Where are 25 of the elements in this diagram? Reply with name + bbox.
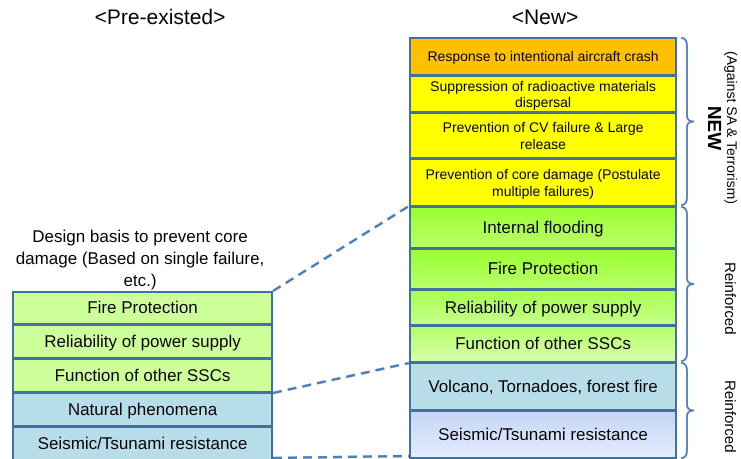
category-box: Seismic/Tsunami resistance	[12, 426, 273, 459]
side-label: NEW	[702, 104, 724, 152]
category-box: Seismic/Tsunami resistance	[409, 410, 677, 459]
side-label: Reinforced	[721, 380, 738, 450]
category-box: Prevention of CV failure & Large release	[409, 112, 677, 159]
category-box: Reliability of power supply	[409, 289, 677, 326]
category-box: Function of other SSCs	[409, 325, 677, 363]
side-note: (Against SA & Terrorism)	[724, 50, 740, 206]
category-box: Suppression of radioactive materials dispersal	[409, 75, 677, 113]
category-box: Fire Protection	[409, 248, 677, 290]
category-box: Internal flooding	[409, 206, 677, 249]
category-box: Volcano, Tornadoes, forest fire	[409, 362, 677, 411]
dashed-connector	[272, 454, 410, 459]
side-label: Reinforced	[721, 262, 738, 332]
category-box: Fire Protection	[12, 291, 273, 325]
dashed-connector	[272, 362, 410, 394]
column-heading: <Pre-existed>	[94, 6, 226, 30]
dashed-connector	[272, 204, 410, 292]
category-box: Reliability of power supply	[12, 324, 273, 359]
category-box: Response to intentional aircraft crash	[409, 37, 677, 76]
category-box: Function of other SSCs	[12, 358, 273, 393]
category-box: Prevention of core damage (Postulate multiple failures)	[409, 158, 677, 207]
column-heading: <New>	[510, 6, 580, 30]
category-box: Natural phenomena	[12, 392, 273, 427]
group-heading: Design basis to prevent core damage (Based on single failure, etc.)	[14, 226, 266, 292]
